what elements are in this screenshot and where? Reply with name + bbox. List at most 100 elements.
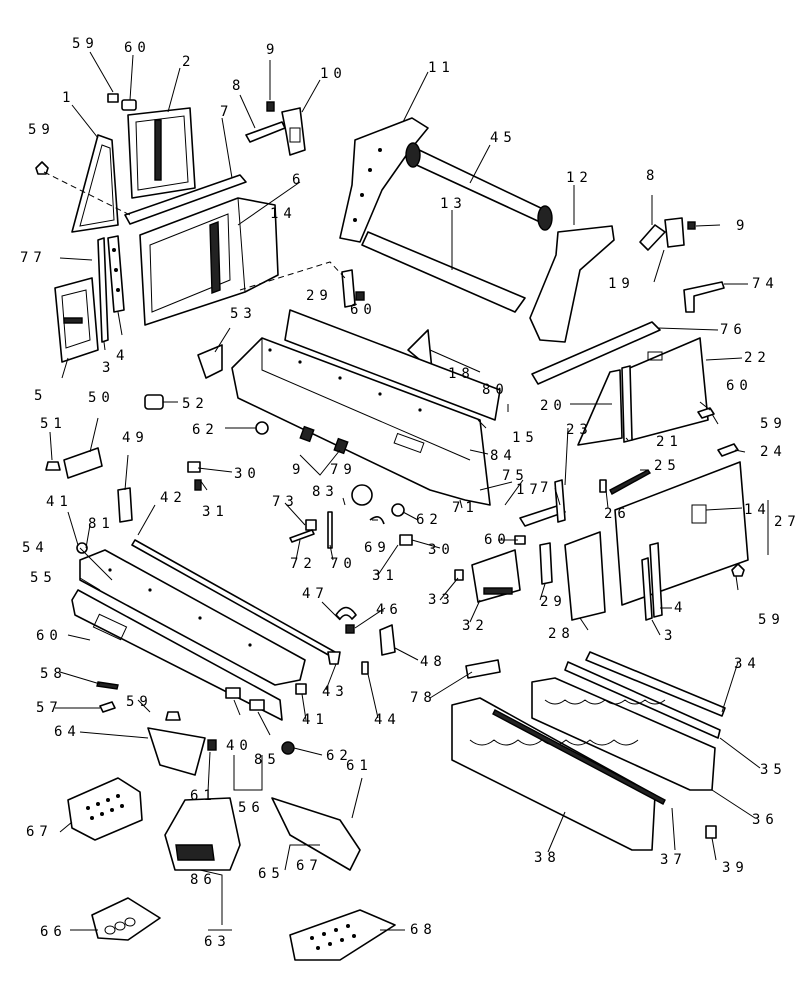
callout-8: 8 (232, 78, 245, 94)
part-48-bracket (379, 624, 396, 656)
callout-5: 5 (34, 388, 47, 404)
callout-8b: 8 (646, 168, 659, 184)
callout-1: 1 (62, 90, 75, 106)
callout-64: 64 (54, 724, 81, 740)
part-76-bar (531, 321, 661, 385)
callout-25: 25 (654, 458, 681, 474)
part-38-tray (451, 697, 656, 851)
callout-84: 84 (490, 448, 517, 464)
callout-68: 68 (410, 922, 437, 938)
callout-56: 56 (238, 800, 265, 816)
callout-62b: 62 (416, 512, 443, 528)
callout-60e: 60 (36, 628, 63, 644)
callout-9: 9 (266, 42, 279, 58)
part-50-plate (63, 447, 103, 479)
callout-48: 48 (420, 654, 447, 670)
callout-60c: 60 (726, 378, 753, 394)
part-47-clip (335, 606, 357, 620)
part-3-strip-right (641, 557, 653, 621)
callout-72: 72 (290, 556, 317, 572)
callout-30b: 30 (428, 542, 455, 558)
callout-35: 35 (760, 762, 787, 778)
callout-2: 2 (182, 54, 195, 70)
callout-9c: 9 (292, 462, 305, 478)
callout-79: 79 (330, 462, 357, 478)
part-41-clip-lower (295, 683, 307, 695)
part-26-spring (599, 479, 607, 493)
callout-3: 3 (102, 360, 115, 376)
callout-29: 29 (306, 288, 333, 304)
callout-42: 42 (160, 490, 187, 506)
part-85-label (249, 699, 265, 711)
callout-46: 46 (376, 602, 403, 618)
callout-22: 22 (744, 350, 771, 366)
callout-3b: 3 (664, 628, 677, 644)
part-64-plate (147, 727, 206, 776)
part-8-lever-right (664, 217, 685, 248)
callout-20: 20 (540, 398, 567, 414)
callout-71: 71 (452, 500, 479, 516)
callout-83: 83 (312, 484, 339, 500)
part-49-bracket (117, 487, 133, 523)
callout-11: 11 (428, 60, 455, 76)
part-68-step (289, 909, 396, 961)
part-60-clip-right (697, 407, 715, 419)
callout-18: 18 (448, 366, 475, 382)
part-21-strip (621, 365, 633, 443)
part-4-strip-right (649, 542, 663, 618)
part-33-clip (454, 569, 464, 581)
part-62-cap (255, 421, 269, 435)
callout-65: 65 (258, 866, 285, 882)
callout-38: 38 (534, 850, 561, 866)
callout-13: 13 (440, 196, 467, 212)
part-51-knob (45, 461, 61, 471)
callout-31: 31 (202, 504, 229, 520)
callout-54: 54 (22, 540, 49, 556)
callout-86: 86 (190, 872, 217, 888)
part-30-block-mid (399, 534, 413, 546)
part-62-cap-mid (391, 503, 405, 517)
part-70-rod (327, 511, 333, 549)
part-44-pin (361, 661, 369, 675)
part-29-bracket-right (539, 542, 553, 585)
part-37-strip (492, 709, 666, 805)
part-12-column (529, 225, 615, 343)
part-52-block (144, 394, 164, 410)
part-72-pin (289, 529, 315, 543)
callout-21: 21 (656, 434, 683, 450)
callout-59e: 59 (126, 694, 153, 710)
part-8-lever (245, 121, 286, 143)
part-25-rod (609, 469, 652, 495)
callout-30: 30 (234, 466, 261, 482)
part-7-bar (124, 174, 247, 225)
callout-77: 77 (20, 250, 47, 266)
callout-39: 39 (722, 860, 749, 876)
part-27-right-panel (614, 461, 749, 606)
callout-81: 81 (88, 516, 115, 532)
callout-60: 60 (124, 40, 151, 56)
callout-28: 28 (548, 626, 575, 642)
part-74-bracket (683, 281, 725, 313)
callout-60d: 60 (484, 532, 511, 548)
callout-85: 85 (254, 752, 281, 768)
callout-62: 62 (192, 422, 219, 438)
callout-43: 43 (322, 684, 349, 700)
callout-33: 33 (428, 592, 455, 608)
callout-32: 32 (462, 618, 489, 634)
part-9-bolt (266, 101, 275, 112)
callout-47: 47 (302, 586, 329, 602)
part-59-knob-lower (165, 711, 181, 721)
part-57-clip (99, 701, 116, 713)
part-15-deck (284, 309, 501, 421)
part-6-main-box (139, 197, 279, 326)
callout-27: 27 (774, 514, 801, 530)
callout-61: 61 (190, 788, 217, 804)
part-67-step (67, 777, 143, 841)
callout-69: 69 (364, 540, 391, 556)
part-59-knob-right (731, 563, 745, 577)
callout-78: 78 (410, 690, 437, 706)
callout-19: 19 (608, 276, 635, 292)
callout-7b: 7 (540, 480, 553, 496)
callout-62c: 62 (326, 748, 353, 764)
